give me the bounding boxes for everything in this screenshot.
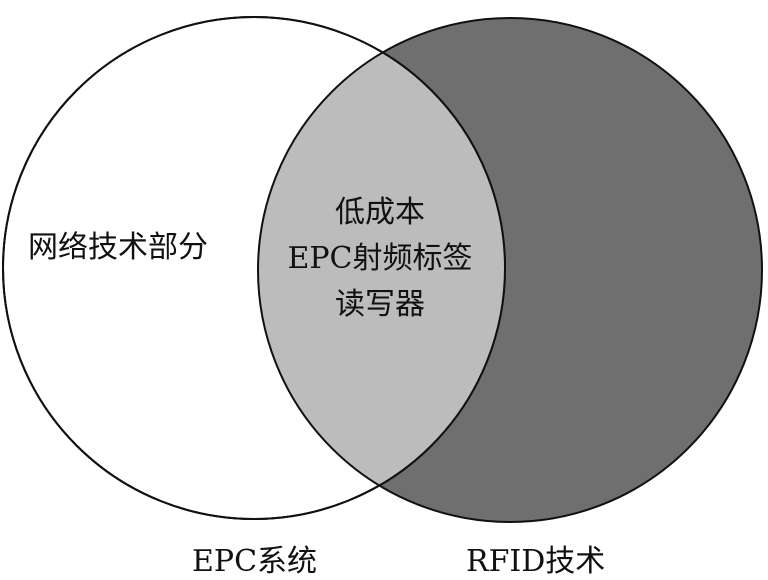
intersection-line-1: 低成本 [335,195,425,230]
intersection-line-3: 读写器 [335,287,425,322]
rfid-set-label: RFID技术 [466,544,606,579]
intersection-label: 低成本 EPC射频标签 读写器 [260,190,500,328]
intersection-line-2: EPC射频标签 [287,241,473,276]
epc-set-label: EPC系统 [192,544,318,579]
epc-only-label: 网络技术部分 [28,230,208,265]
intersection-region [257,17,505,519]
